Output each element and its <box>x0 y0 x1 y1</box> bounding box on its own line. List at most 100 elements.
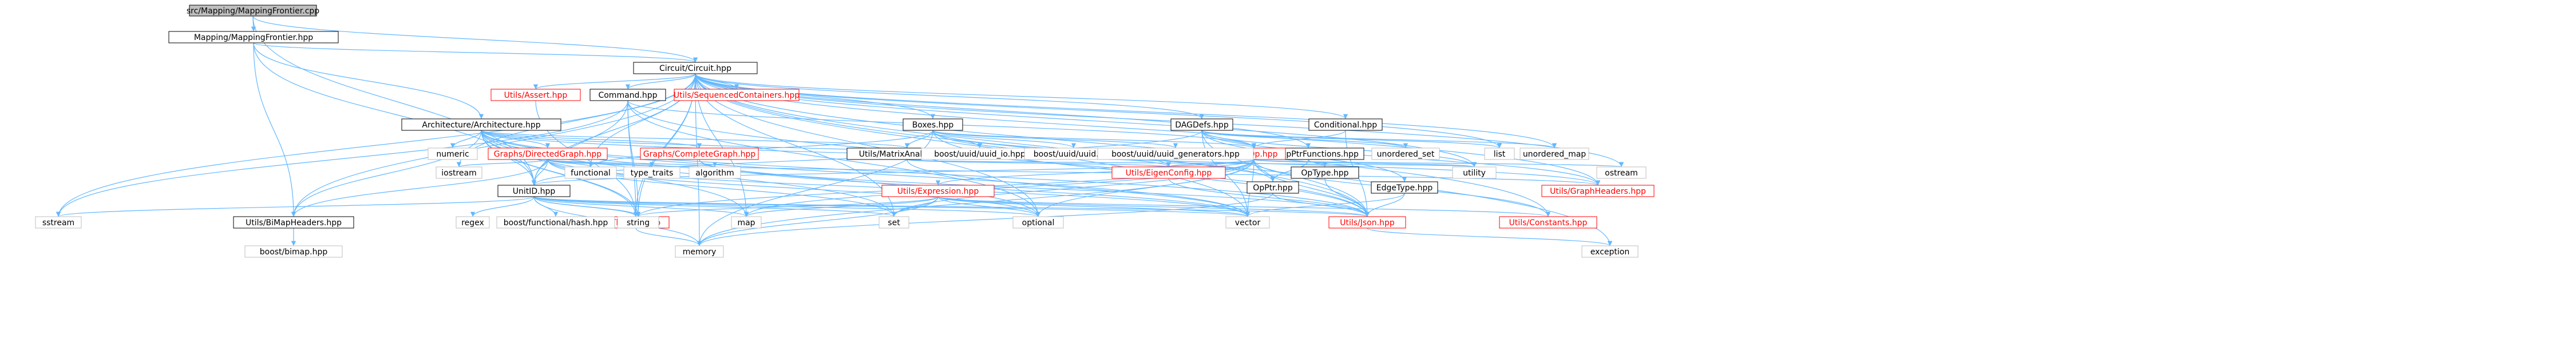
node-label: boost/uuid/uuid.hpp <box>1034 150 1114 159</box>
node-box <box>233 216 354 229</box>
edge-arch-to-ujson <box>481 130 1370 217</box>
node-uconst[interactable]: Utils/Constants.hpp <box>1499 216 1597 229</box>
node-sstream: sstream <box>35 216 82 229</box>
node-box <box>879 216 909 229</box>
node-box <box>436 166 482 179</box>
node-label: regex <box>461 218 484 228</box>
node-label: OpType.hpp <box>1301 169 1348 178</box>
node-label: sstream <box>42 218 74 228</box>
edge-tket-to-memory <box>635 228 702 246</box>
edge-dag-to-umap <box>1201 130 1557 149</box>
edge-layer <box>56 15 1624 246</box>
node-boxes[interactable]: Boxes.hpp <box>903 118 963 131</box>
node-box <box>1328 216 1406 229</box>
node-ujson[interactable]: Utils/Json.hpp <box>1328 216 1406 229</box>
node-numeric: numeric <box>428 147 478 160</box>
node-label: map <box>737 218 755 228</box>
node-box <box>490 89 581 101</box>
node-arch[interactable]: Architecture/Architecture.hpp <box>401 118 561 131</box>
node-bug: boost/uuid/uuid_generators.hpp <box>1097 147 1254 160</box>
node-root[interactable]: src/Mapping/MappingFrontier.cpp <box>187 5 319 17</box>
node-box <box>589 89 666 101</box>
node-box <box>1097 147 1254 160</box>
node-ueigen[interactable]: Utils/EigenConfig.hpp <box>1111 166 1226 179</box>
node-useq[interactable]: Utils/SequencedContainers.hpp <box>674 89 800 101</box>
node-box <box>428 147 478 160</box>
node-cond[interactable]: Conditional.hpp <box>1308 118 1383 131</box>
node-buio: boost/uuid/uuid_io.hpp <box>921 147 1039 160</box>
node-label: OpPtr.hpp <box>1253 184 1293 193</box>
node-box <box>881 185 995 197</box>
edge-uma-to-utility <box>907 159 1476 167</box>
node-box <box>1581 245 1639 258</box>
node-label: numeric <box>436 150 469 159</box>
node-box <box>1308 118 1383 131</box>
edge-ujson-to-exception <box>1367 228 1612 246</box>
edge-arch-to-numeric <box>450 130 482 149</box>
edge-arch-to-string <box>481 130 641 217</box>
node-dg[interactable]: Graphs/DirectedGraph.hpp <box>488 147 608 160</box>
node-box <box>496 216 615 229</box>
node-box <box>623 166 680 179</box>
node-label: boost/functional/hash.hpp <box>504 218 608 228</box>
edge-dg-to-ugraph <box>547 159 1600 186</box>
node-label: optional <box>1022 218 1055 228</box>
node-box <box>688 166 741 179</box>
node-box <box>244 245 343 258</box>
node-bbimap: boost/bimap.hpp <box>244 245 343 258</box>
edge-opop-to-uniid <box>532 159 1255 186</box>
node-label: Utils/Assert.hpp <box>504 91 568 100</box>
node-mfh[interactable]: Mapping/MappingFrontier.hpp <box>168 31 339 43</box>
edge-circ-to-umap <box>695 73 1557 149</box>
edge-circ-to-boxes <box>695 73 936 119</box>
edge-opop-to-ujson <box>1253 159 1370 217</box>
edge-uniid-to-sstream <box>56 196 535 217</box>
edge-boxes-to-uma <box>904 130 933 149</box>
edge-opop-to-opptr <box>1253 159 1276 182</box>
node-label: Utils/BiMapHeaders.hpp <box>246 218 342 228</box>
node-ubimap[interactable]: Utils/BiMapHeaders.hpp <box>233 216 354 229</box>
node-dag[interactable]: DAGDefs.hpp <box>1170 118 1233 131</box>
edge-root-to-circ <box>252 15 698 63</box>
node-label: vector <box>1235 218 1261 228</box>
node-uassert[interactable]: Utils/Assert.hpp <box>490 89 581 101</box>
node-ugraph[interactable]: Utils/GraphHeaders.hpp <box>1541 185 1655 197</box>
edge-uniid-to-tket <box>533 196 639 217</box>
node-circ[interactable]: Circuit/Circuit.hpp <box>633 62 758 74</box>
node-optional: optional <box>1012 216 1064 229</box>
node-label: type_traits <box>631 169 674 178</box>
node-label: Utils/Expression.hpp <box>897 187 979 196</box>
node-list: list <box>1484 147 1515 160</box>
node-label: Architecture/Architecture.hpp <box>422 121 540 130</box>
edge-opptr-to-ujson <box>1272 193 1370 217</box>
node-uniid[interactable]: UnitID.hpp <box>497 185 571 197</box>
node-box <box>1225 216 1270 229</box>
node-edgetype[interactable]: EdgeType.hpp <box>1371 181 1438 194</box>
node-iostream: iostream <box>436 166 482 179</box>
node-box <box>497 185 571 197</box>
node-label: exception <box>1590 248 1629 257</box>
edge-edgetype-to-vector <box>1245 193 1405 217</box>
node-optype[interactable]: OpType.hpp <box>1291 166 1359 179</box>
edge-arch-to-ubimap <box>291 130 482 217</box>
edge-boxes-to-functional <box>588 130 933 167</box>
edge-circ-to-uassert <box>533 73 696 90</box>
node-uexpr[interactable]: Utils/Expression.hpp <box>881 185 995 197</box>
node-box <box>1520 147 1589 160</box>
node-box <box>903 118 963 131</box>
edge-boxes-to-opop <box>932 130 1256 149</box>
node-label: Utils/SequencedContainers.hpp <box>674 91 800 100</box>
edge-mfh-to-ubimap <box>253 42 296 217</box>
node-label: Utils/EigenConfig.hpp <box>1126 169 1212 178</box>
node-cg[interactable]: Graphs/CompleteGraph.hpp <box>640 147 759 160</box>
edge-dg-to-functional <box>547 159 593 167</box>
edge-dg-to-iostream <box>457 159 548 167</box>
node-label: Graphs/DirectedGraph.hpp <box>494 150 602 159</box>
node-label: DAGDefs.hpp <box>1175 121 1229 130</box>
node-cmd[interactable]: Command.hpp <box>589 89 666 101</box>
node-opptr[interactable]: OpPtr.hpp <box>1247 181 1299 194</box>
node-label: Utils/Constants.hpp <box>1509 218 1588 228</box>
edge-uma-to-ueigen <box>907 159 1171 167</box>
node-box <box>168 31 339 43</box>
node-utility: utility <box>1452 166 1497 179</box>
